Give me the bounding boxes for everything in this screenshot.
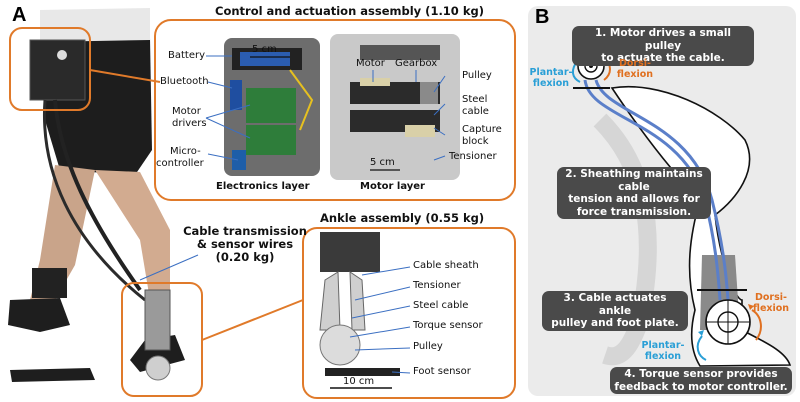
ankle-scale: 10 cm	[343, 376, 375, 387]
label-steel-cable-2: cable	[462, 106, 489, 117]
step-3-line-2: pulley and foot plate.	[551, 317, 679, 329]
electronics-caption: Electronics layer	[216, 181, 310, 192]
label-pulley: Pulley	[462, 70, 492, 81]
ankle-label-tensioner: Tensioner	[413, 280, 461, 291]
step-2-line-3: force transmission.	[576, 205, 692, 218]
step-4-line-1: 4. Torque sensor provides	[624, 368, 778, 380]
step-1-line-2: to actuate the cable.	[601, 52, 725, 64]
cable-label-3: (0.20 kg)	[215, 250, 275, 264]
label-motor-drivers-1: Motor	[172, 106, 201, 117]
dorsiflexion-top-label: Dorsi- flexion	[616, 58, 654, 80]
label-capture-block-2: block	[462, 136, 489, 147]
plantarflexion-top-label: Plantar- flexion	[529, 67, 573, 89]
step-3-callout: 3. Cable actuates ankle pulley and foot …	[542, 291, 688, 331]
label-steel-cable-1: Steel	[462, 94, 488, 105]
cable-label-2: & sensor wires	[196, 237, 294, 251]
dorsiflexion-bottom-label: Dorsi- flexion	[752, 292, 790, 314]
control-assembly-title: Control and actuation assembly (1.10 kg)	[215, 4, 484, 18]
ankle-assembly-title: Ankle assembly (0.55 kg)	[320, 211, 485, 225]
ankle-label-pulley: Pulley	[413, 341, 443, 352]
motor-caption: Motor layer	[360, 181, 425, 192]
ankle-label-torque-sensor: Torque sensor	[413, 320, 483, 331]
label-battery: Battery	[168, 50, 206, 61]
label-tensioner-motor: Tensioner	[449, 151, 497, 162]
panel-a-letter: A	[12, 4, 27, 26]
electronics-scale: 5 cm	[252, 44, 277, 55]
label-capture-block-1: Capture	[462, 124, 502, 135]
ankle-label-foot-sensor: Foot sensor	[413, 366, 471, 377]
cable-label-1: Cable transmission	[183, 224, 307, 238]
person-illustration	[8, 8, 185, 382]
step-4-callout: 4. Torque sensor provides feedback to mo…	[610, 367, 792, 394]
label-motor: Motor	[356, 58, 385, 69]
label-gearbox: Gearbox	[395, 58, 438, 69]
ankle-label-cable-sheath: Cable sheath	[413, 260, 479, 271]
step-2-line-2: tension and allows for	[568, 193, 700, 205]
step-2-line-1: 2. Sheathing maintains cable	[565, 168, 703, 193]
ankle-label-steel-cable: Steel cable	[413, 300, 469, 311]
label-motor-drivers-2: drivers	[172, 118, 207, 129]
step-3-line-1: 3. Cable actuates ankle	[563, 292, 667, 317]
panel-b-letter: B	[535, 6, 550, 28]
motor-scale: 5 cm	[370, 157, 395, 168]
label-microcontroller-1: Micro-	[170, 146, 201, 157]
label-microcontroller-2: controller	[156, 158, 204, 169]
step-1-line-1: 1. Motor drives a small pulley	[594, 27, 732, 52]
label-bluetooth: Bluetooth	[160, 76, 209, 87]
step-1-callout: 1. Motor drives a small pulley to actuat…	[572, 26, 754, 66]
plantarflexion-bottom-label: Plantar- flexion	[641, 340, 685, 362]
step-4-line-2: feedback to motor controller.	[614, 380, 788, 393]
step-2-callout: 2. Sheathing maintains cable tension and…	[557, 167, 711, 219]
